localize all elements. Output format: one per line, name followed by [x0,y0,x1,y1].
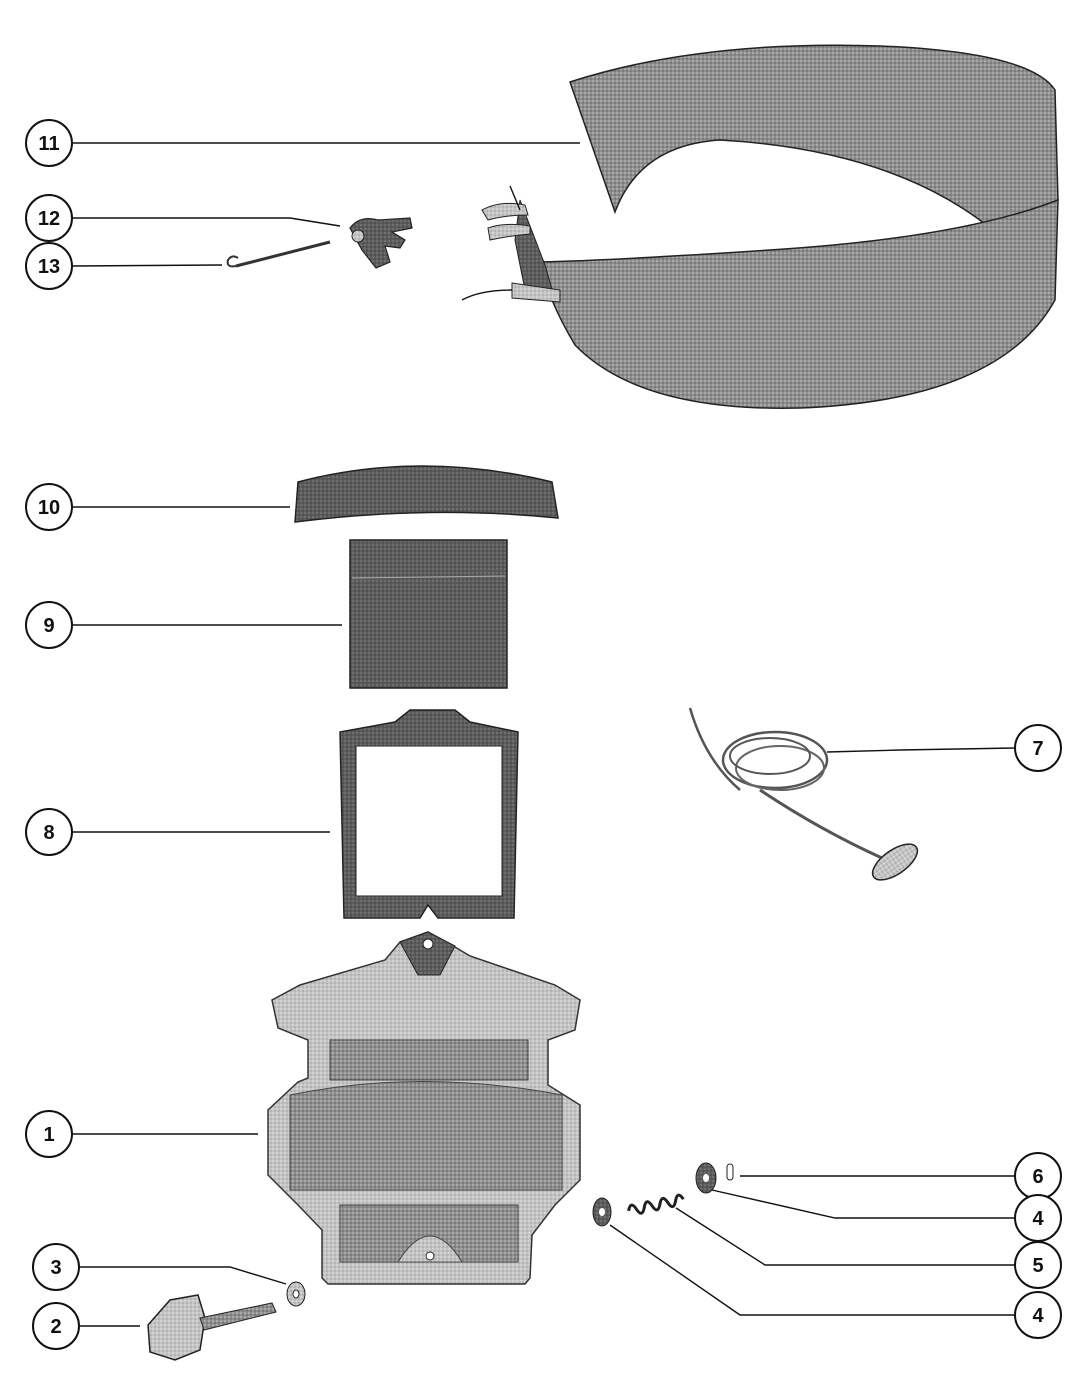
top-strip-part [294,465,559,523]
leader-lines [71,142,1016,1327]
leader-13 [71,264,223,267]
callout-11: 11 [25,119,73,167]
leader-3 [80,1266,287,1285]
pin-part [726,1163,734,1181]
callout-4-lower-label: 4 [1032,1305,1044,1327]
callout-5-label: 5 [1032,1255,1043,1277]
callout-12-label: 12 [38,208,60,230]
leader-12 [72,217,341,227]
washer-4-lower-part [592,1197,612,1227]
callout-9: 9 [25,601,73,649]
leader-4a [711,1189,1015,1219]
callout-2: 2 [32,1302,80,1350]
callout-3-label: 3 [50,1257,61,1279]
housing-part [267,931,581,1285]
callout-10: 10 [25,483,73,531]
panel-part [349,539,508,689]
callout-8-label: 8 [43,822,54,844]
callout-7: 7 [1014,724,1062,772]
callout-5: 5 [1014,1241,1062,1289]
callout-4-upper: 4 [1014,1194,1062,1242]
knob-part [147,1294,277,1361]
callout-6: 6 [1014,1152,1062,1200]
callout-4-lower: 4 [1014,1291,1062,1339]
callout-8: 8 [25,808,73,856]
rope-part [688,707,919,881]
callout-10-label: 10 [38,497,60,519]
washer-3-part [286,1281,306,1307]
leader-5 [675,1207,1015,1266]
callout-12: 12 [25,194,73,242]
callout-7-label: 7 [1032,738,1043,760]
clip-part [349,217,413,269]
callout-1: 1 [25,1110,73,1158]
frame-part [339,709,519,919]
callout-2-label: 2 [50,1316,61,1338]
spring-part [627,1193,685,1215]
hook-wire-part [226,240,331,268]
washer-4-upper-part [695,1162,717,1194]
callout-13: 13 [25,242,73,290]
leader-7 [826,747,1016,753]
callout-11-label: 11 [38,133,59,155]
callout-3: 3 [32,1243,80,1291]
callout-13-label: 13 [38,256,60,278]
callout-9-label: 9 [43,615,54,637]
leader-4b [609,1224,1015,1316]
callout-1-label: 1 [43,1124,54,1146]
callout-4-upper-label: 4 [1032,1208,1044,1230]
callout-6-label: 6 [1032,1166,1043,1188]
band-part [461,44,1059,409]
